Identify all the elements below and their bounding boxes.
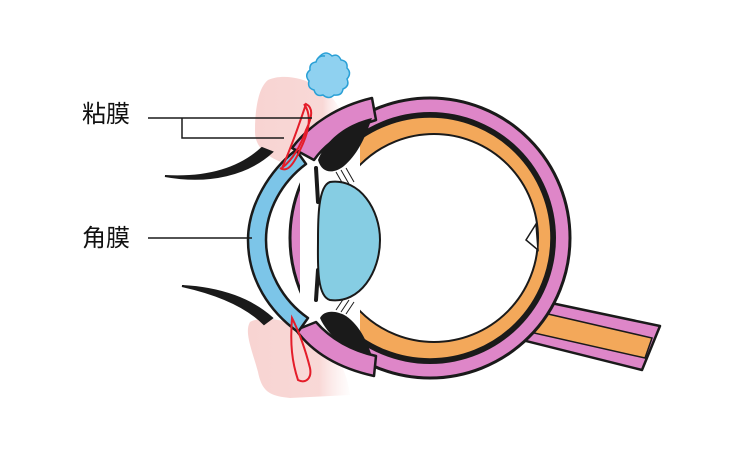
- lower-eyelash: [181, 285, 274, 326]
- conjunctiva-lower: [290, 314, 312, 383]
- pollen-particle-icon: [306, 52, 351, 99]
- iris-upper: [318, 118, 372, 172]
- lens: [316, 180, 382, 302]
- leader-branch-mucosa: [181, 118, 284, 139]
- iris-lower: [320, 311, 372, 356]
- label-cornea: 角膜: [82, 224, 130, 252]
- optic-disc: [525, 221, 539, 252]
- lower-eyelid: [247, 318, 350, 398]
- upper-eyelash: [164, 146, 274, 180]
- conjunctiva-upper: [281, 102, 313, 169]
- label-mucosa: 粘膜: [82, 100, 130, 128]
